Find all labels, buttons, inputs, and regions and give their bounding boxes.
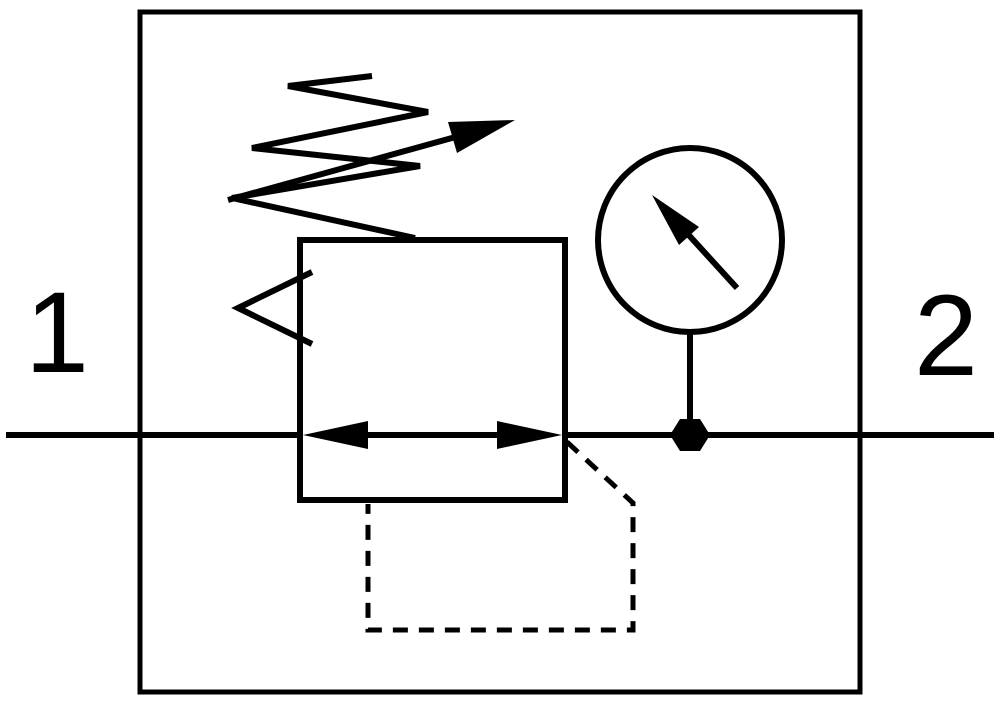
adjustment-arrow-icon [227, 120, 515, 203]
spring-seat-triangle-icon [231, 269, 314, 347]
pilot-feedback-line [365, 440, 636, 633]
regulator-body [297, 237, 568, 503]
junction-node [670, 419, 710, 451]
component-frame [137, 9, 863, 695]
flow-double-arrow-icon [303, 421, 562, 449]
port-label-1: 1 [25, 269, 89, 397]
gauge-needle-icon [652, 195, 740, 291]
port-label-2: 2 [914, 272, 978, 400]
spring-icon [231, 73, 429, 241]
